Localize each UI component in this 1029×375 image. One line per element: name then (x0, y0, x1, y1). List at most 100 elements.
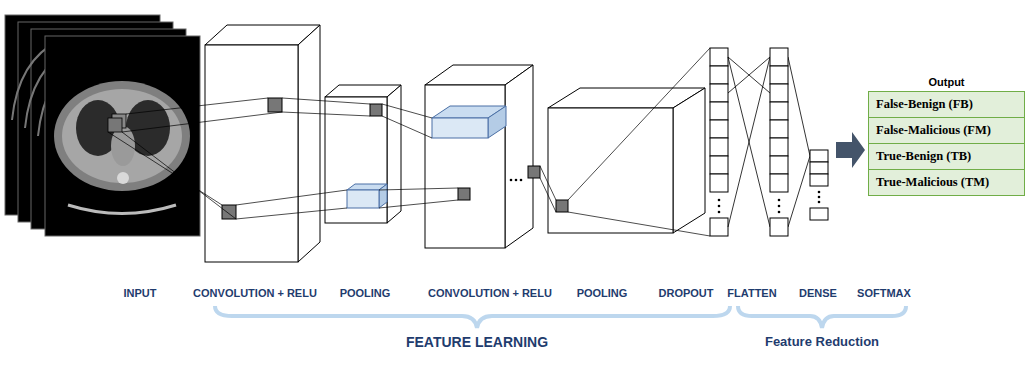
class-label: False-Malicious (FM) (876, 123, 1017, 138)
dot (778, 211, 781, 214)
projection-line (379, 200, 458, 208)
vector-cell (770, 138, 788, 156)
output-panel: OutputFalse-Benign (FB)False-Malicious (… (868, 76, 1025, 196)
dot (718, 199, 721, 202)
projection-line (568, 48, 710, 200)
layer-label: SOFTMAX (857, 287, 911, 299)
feature-patch (222, 205, 236, 219)
kernel-patch (108, 118, 122, 132)
vector-cell (770, 66, 788, 84)
block-face (298, 25, 320, 262)
connection-line (728, 57, 770, 93)
vector-cell (810, 162, 828, 174)
feature-patch (370, 104, 382, 116)
layer-label: FLATTEN (727, 287, 776, 299)
dropout-vector (710, 48, 728, 236)
pool1-block (325, 85, 401, 223)
dot (718, 205, 721, 208)
feature-patch (556, 200, 568, 212)
dot (778, 199, 781, 202)
vector-cell (810, 208, 828, 220)
block-face (673, 88, 705, 233)
vector-cell (770, 102, 788, 120)
vector-cell (710, 66, 728, 84)
ct-body (54, 81, 190, 191)
class-row: True-Malicious (TM) (868, 169, 1025, 196)
vector-cell (710, 120, 728, 138)
ct-slice (45, 36, 200, 236)
vector-cell (770, 156, 788, 174)
conv-window (432, 118, 488, 138)
dot (718, 211, 721, 214)
ct-spine (117, 172, 129, 184)
layer-label: DENSE (799, 287, 837, 299)
block-face (325, 97, 387, 223)
ct-body (62, 89, 182, 183)
vector-cell (770, 174, 788, 192)
pool-window (379, 184, 387, 208)
class-label: True-Benign (TB) (876, 149, 1017, 164)
group-label: FEATURE LEARNING (406, 334, 548, 350)
vector-cell (770, 48, 788, 66)
vector-cell (710, 138, 728, 156)
projection-line (236, 190, 347, 205)
connection-line (728, 57, 770, 93)
vector-cell (710, 156, 728, 174)
projection-line (379, 188, 458, 190)
block-face (548, 108, 673, 233)
vector-cell (810, 174, 828, 186)
projection-line (282, 98, 370, 104)
vector-cell (770, 218, 788, 236)
group-brace (215, 306, 730, 328)
ct-table (68, 205, 176, 214)
block-face (425, 85, 505, 248)
dot (818, 196, 821, 199)
conv2-block (425, 65, 533, 248)
class-label: True-Malicious (TM) (876, 175, 1017, 190)
dot (818, 201, 821, 204)
pool-window (347, 190, 379, 208)
projection-line (122, 132, 236, 219)
dense-connections (728, 57, 810, 227)
connection-line (788, 156, 810, 227)
projection-line (126, 98, 268, 114)
layer-label: POOLING (577, 287, 628, 299)
layer-label: CONVOLUTION + RELU (193, 287, 317, 299)
connection-line (728, 57, 770, 227)
projection-line (236, 208, 347, 219)
flatten-vector (770, 48, 788, 236)
ellipsis-dots (510, 179, 523, 182)
dot (778, 205, 781, 208)
group-brace (738, 306, 906, 328)
dense-vector (810, 150, 828, 220)
vector-cell (710, 48, 728, 66)
projection-line (382, 116, 432, 138)
connection-line (788, 57, 810, 156)
projection-line (540, 178, 556, 212)
conv-window (488, 106, 506, 138)
projection-line (282, 112, 370, 116)
block-face (505, 65, 533, 248)
projection-line (568, 212, 710, 236)
class-label: False-Benign (FB) (876, 97, 1017, 112)
projection-line (382, 104, 432, 118)
class-row: False-Benign (FB) (868, 91, 1025, 118)
vector-cell (710, 102, 728, 120)
vector-cell (810, 150, 828, 162)
dot (520, 179, 523, 182)
group-label: Feature Reduction (765, 334, 879, 349)
feature-patch (458, 188, 470, 200)
connection-line (728, 57, 770, 227)
class-row: False-Malicious (FM) (868, 117, 1025, 144)
output-arrow (836, 132, 865, 168)
dot (818, 191, 821, 194)
receptive-lines (108, 48, 710, 236)
layer-label: INPUT (124, 287, 157, 299)
layer-label: POOLING (340, 287, 391, 299)
class-row: True-Benign (TB) (868, 143, 1025, 170)
feature-patch (268, 98, 282, 112)
vector-cell (710, 174, 728, 192)
dot (510, 179, 513, 182)
